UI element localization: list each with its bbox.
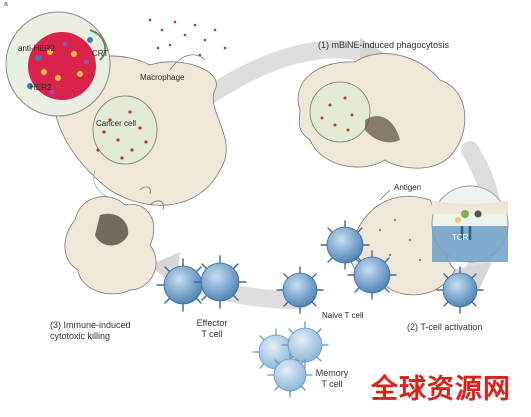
label-effector-line1: Effector: [196, 318, 228, 328]
macrophage-top-right: [297, 53, 466, 169]
tcr-inset: [431, 185, 509, 263]
label-tcr: TCR: [452, 233, 469, 242]
label-memory-line2: T cell: [321, 379, 343, 389]
zoom-inset: [5, 11, 111, 117]
dying-cancer-cell: [64, 186, 164, 295]
watermark: 全球资源网: [371, 374, 511, 405]
label-her2: HER2: [30, 83, 52, 92]
label-step3-line1: (3) Immune-induced: [50, 320, 131, 330]
label-effector-t-cell: Effector T cell: [192, 318, 232, 340]
label-effector-line2: T cell: [201, 329, 223, 339]
antigen-pointer: [379, 189, 391, 201]
label-memory-t-cell: Memory T cell: [312, 368, 352, 390]
label-macrophage: Macrophage: [140, 73, 185, 82]
label-antigen: Antigen: [394, 183, 422, 192]
label-anti-her2: anti-HER2: [18, 44, 55, 53]
cancer-cell-top-left: [92, 95, 158, 165]
label-step-1: (1) mBiNE-induced phagocytosis: [318, 40, 450, 50]
label-step-2: (2) T-cell activation: [407, 322, 483, 332]
label-cancer-cell: Cancer cell: [96, 119, 137, 128]
label-step-3: (3) Immune-induced cytotoxic killing: [50, 320, 131, 342]
naive-t-cells: [276, 220, 484, 314]
scattered-dots-top: [148, 18, 227, 57]
memory-t-cells: [252, 321, 329, 398]
label-naive-t-cell: Naive T cell: [322, 311, 364, 320]
label-step3-line2: cytotoxic killing: [50, 331, 111, 341]
effector-t-cells: [156, 255, 247, 312]
panel-letter: a: [4, 1, 8, 8]
label-memory-line1: Memory: [315, 368, 349, 378]
label-crt: CRT: [92, 49, 109, 58]
